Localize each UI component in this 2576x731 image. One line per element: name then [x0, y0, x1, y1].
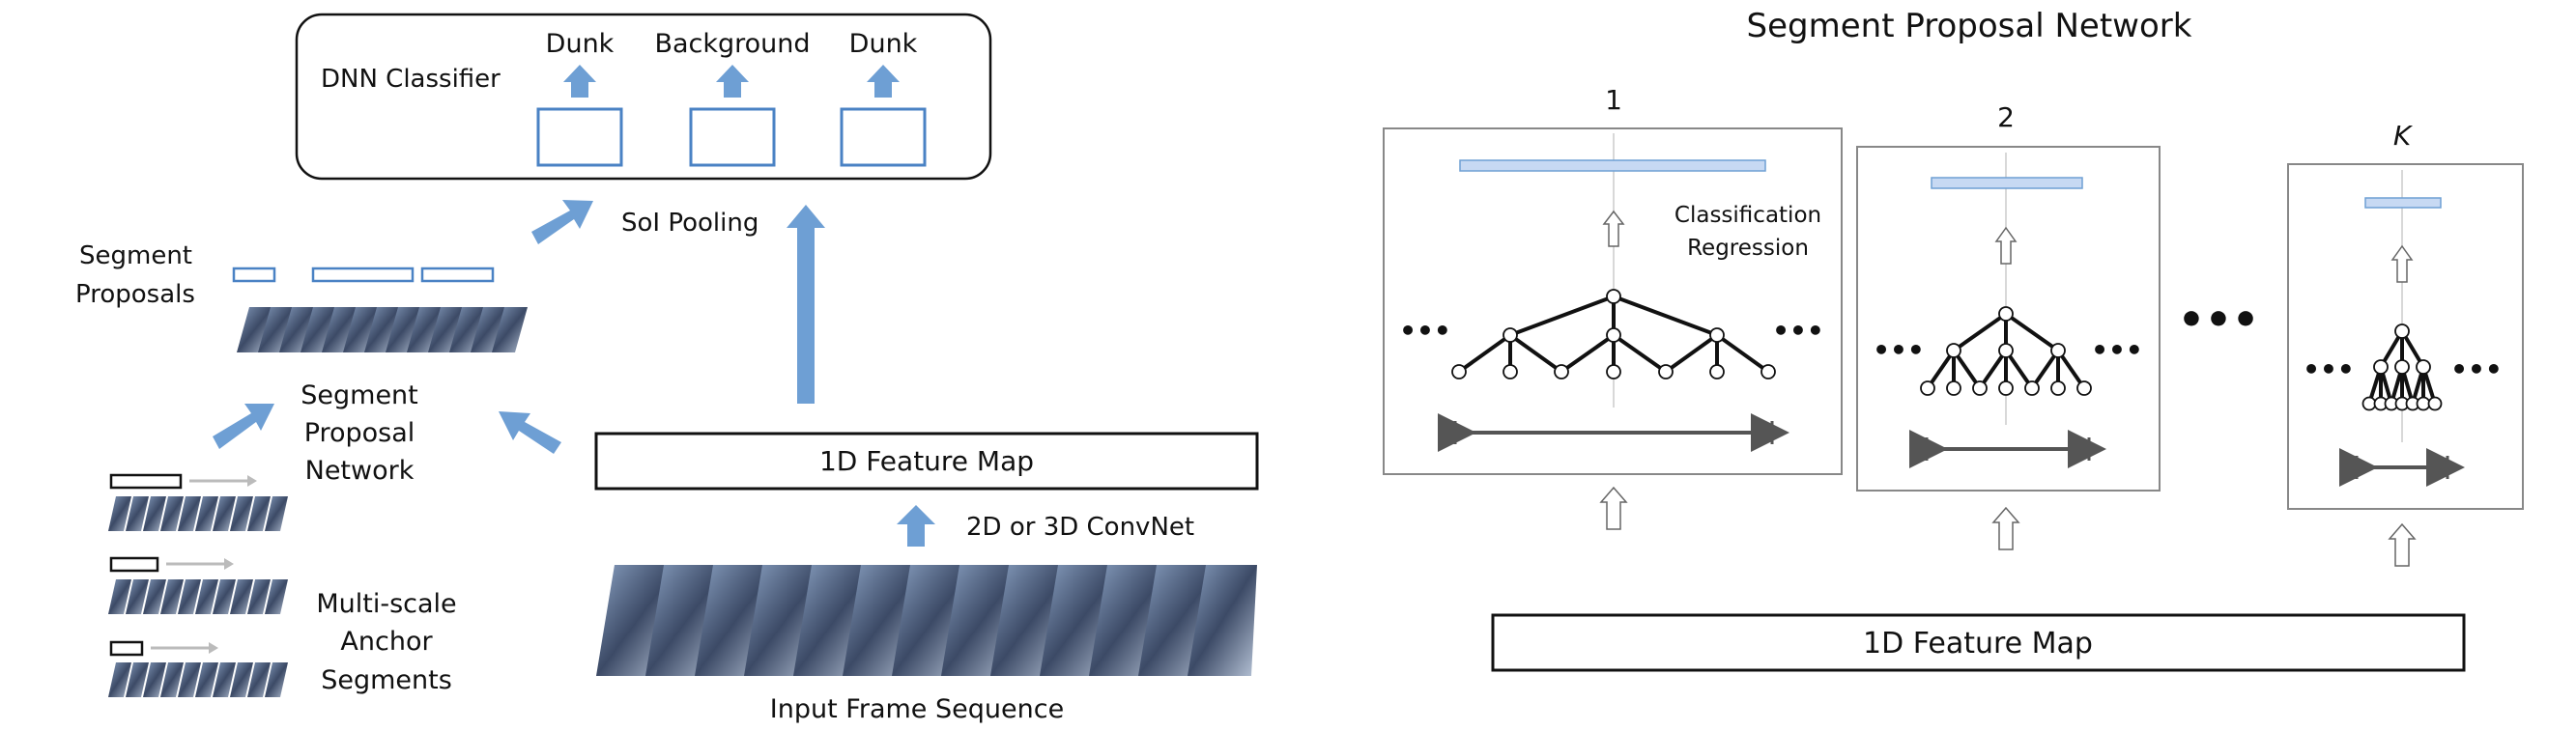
proposal-frame-strip — [237, 307, 528, 352]
dnn-classifier-label: DNN Classifier — [321, 65, 501, 94]
panel-label-k: K — [2393, 120, 2414, 152]
panel-k-input-arrow-icon — [2388, 522, 2417, 567]
anchor-arrowhead-icon — [209, 642, 218, 654]
proposal-box — [311, 267, 415, 283]
classifier-output-1: Dunk — [536, 29, 623, 167]
panel-k-ellipsis-right: ••• — [2450, 353, 2503, 385]
panel-2-up-arrow-icon — [1994, 226, 2018, 265]
anchors-label-3: Segments — [321, 665, 452, 695]
spn-title: Segment Proposal Network — [1747, 7, 2192, 45]
output-box — [536, 107, 623, 167]
classifier-output-3: Dunk — [840, 29, 927, 167]
output-label-dunk-1: Dunk — [546, 29, 615, 59]
spn-label-1: Segment — [301, 380, 418, 410]
anchor-row-3 — [108, 640, 288, 697]
proposal-box — [232, 267, 276, 283]
panel-2-output-bar — [1931, 177, 2083, 189]
soi-pooling-label: SoI Pooling — [621, 209, 758, 238]
spn-label-3: Network — [305, 456, 415, 486]
panels-ellipsis: ••• — [2178, 295, 2259, 345]
panel-2-ellipsis-left: ••• — [1873, 334, 1925, 366]
segment-proposals-label-2: Proposals — [75, 280, 195, 309]
anchor-arrowhead-icon — [224, 558, 234, 570]
input-frame-strip — [596, 565, 1257, 676]
output-label-dunk-2: Dunk — [849, 29, 918, 59]
anchor-box — [109, 556, 159, 573]
feature-map-label-left: 1D Feature Map — [819, 445, 1034, 477]
feature-map-box-right — [1491, 613, 2466, 672]
output-box — [689, 107, 776, 167]
anchor-box — [109, 640, 144, 657]
anchor-to-spn-arrow-icon — [213, 404, 274, 449]
anchor-row-1 — [108, 473, 288, 531]
pooling-arrow-icon — [531, 200, 593, 244]
input-frames-label: Input Frame Sequence — [770, 694, 1064, 724]
feature-map-box-left — [594, 432, 1259, 491]
anchors-label-1: Multi-scale — [316, 589, 456, 619]
feature-map-label-right: 1D Feature Map — [1863, 627, 2093, 661]
convnet-arrow-icon — [897, 505, 935, 547]
up-arrow-icon — [867, 65, 900, 98]
panel-k-ellipsis-left: ••• — [2303, 353, 2355, 385]
panel-1-box — [1383, 127, 1843, 475]
panel-1-ellipsis-left: ••• — [1399, 315, 1451, 347]
classifier-output-2: Background — [654, 29, 811, 167]
anchor-box — [109, 473, 183, 490]
panel-2-box — [1856, 146, 2161, 492]
reg-label: Regression — [1687, 236, 1809, 261]
output-label-background: Background — [654, 29, 810, 59]
panel-k-output-bar — [2364, 197, 2442, 209]
cls-label: Classification — [1674, 203, 1821, 228]
panel-2-tree-nodes — [1920, 306, 2092, 396]
panel-2-ellipsis-right: ••• — [2091, 334, 2143, 366]
panel-1-ellipsis-right: ••• — [1772, 315, 1824, 347]
dnn-classifier-box — [295, 13, 992, 181]
convnet-label: 2D or 3D ConvNet — [966, 513, 1194, 542]
anchor-row-2 — [108, 556, 288, 614]
feature-up-arrow-icon — [787, 205, 825, 404]
panel-1-up-arrow-icon — [1602, 210, 1625, 247]
up-arrow-icon — [563, 65, 596, 98]
anchors-label-2: Anchor — [340, 627, 433, 657]
anchor-arrowhead-icon — [247, 475, 257, 487]
panel-1-tree-nodes — [1451, 289, 1776, 380]
panel-label-1: 1 — [1605, 84, 1622, 116]
panel-k-up-arrow-icon — [2390, 244, 2414, 283]
panel-k-box — [2287, 163, 2524, 510]
panel-1-output-bar — [1459, 159, 1766, 172]
panel-k-tree-nodes — [2361, 323, 2443, 411]
panel-1-input-arrow-icon — [1599, 486, 1628, 530]
panel-2-input-arrow-icon — [1991, 506, 2020, 550]
segment-proposals-label-1: Segment — [79, 241, 192, 270]
spn-label-2: Proposal — [304, 418, 415, 448]
up-arrow-icon — [716, 65, 749, 98]
proposal-box — [420, 267, 495, 283]
panel-label-2: 2 — [1997, 101, 2015, 133]
output-box — [840, 107, 927, 167]
feature-to-spn-arrow-icon — [499, 411, 561, 454]
